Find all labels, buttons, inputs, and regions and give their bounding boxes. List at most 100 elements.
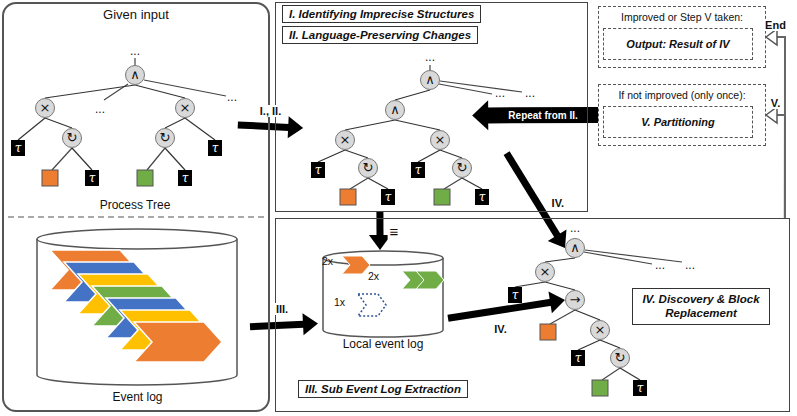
node-text: Local event log [318, 337, 448, 351]
edge-label-holder: End [763, 19, 788, 31]
edge-label-holder: Repeat from II. [506, 110, 579, 121]
tau-leaf: τ [411, 162, 425, 178]
node-text: × [536, 263, 554, 281]
tree-edge [545, 258, 575, 262]
operator-node: ∧ [565, 238, 585, 258]
input-panel: Given input∧××τ↻τ↻ττEvent log [2, 2, 270, 412]
operator-node: × [535, 262, 555, 282]
connector-line [462, 178, 482, 189]
cylinder-top [37, 229, 237, 249]
connector-line [545, 258, 575, 262]
connector-line [575, 310, 600, 320]
tree-edge [545, 282, 575, 290]
node-text: ↻ [359, 159, 377, 177]
tree-edge [345, 120, 395, 130]
tree-edge [575, 310, 600, 320]
tau-leaf: τ [475, 189, 489, 205]
node-text: τ [11, 140, 25, 156]
connector-line [18, 118, 45, 140]
edge-label: III. [274, 303, 290, 315]
connector-line [165, 148, 185, 170]
operator-node: ↻ [155, 128, 175, 148]
text-holder: 2x [368, 270, 379, 282]
connector-line [487, 107, 598, 123]
result-box: If not improved (only once):V. Partition… [598, 84, 766, 146]
tree-edge [72, 148, 92, 170]
text-holder: 2x [322, 255, 333, 267]
trace-chevron [358, 294, 386, 316]
connector-line [418, 150, 440, 162]
text-holder: III. Sub Event Log Extraction [298, 380, 468, 398]
arrowhead [369, 235, 391, 250]
tau-leaf: τ [11, 140, 25, 156]
tree-edge [368, 178, 388, 189]
activity-square [592, 380, 608, 396]
node-text: ↻ [453, 159, 471, 177]
result-box: Improved or Step V taken:Output: Result … [598, 6, 766, 68]
tree-line [585, 250, 682, 262]
tree-edge [600, 340, 620, 348]
tree-edge [165, 118, 185, 128]
node-text: τ [178, 170, 192, 186]
label-holder: ... [570, 221, 580, 235]
ellipsis-label: ... [685, 258, 695, 272]
label-holder: ... [95, 102, 105, 116]
connector-line [376, 212, 383, 236]
tree-line [439, 84, 492, 94]
cylinder-body [37, 239, 237, 385]
node-text: V. Partitioning [641, 116, 715, 128]
flow-arrow [472, 100, 598, 130]
connector-line [448, 302, 551, 318]
edge-label-holder: I., II. [258, 105, 283, 117]
arrowhead [766, 29, 777, 45]
step-box: V. Partitioning [603, 106, 753, 138]
edge-label: Repeat from II. [506, 110, 579, 121]
caption-label: Process Tree [100, 198, 171, 212]
connector-line [345, 120, 395, 130]
label-holder: ... [425, 50, 435, 64]
flow-arrow [766, 29, 785, 218]
node-text: τ [475, 189, 489, 205]
text-holder: Local event log [318, 337, 448, 351]
tau-leaf: τ [571, 350, 585, 366]
connector-line [368, 178, 388, 189]
text-holder: IV. Discovery & Block Replacement [632, 288, 770, 325]
connector-line [318, 150, 345, 162]
label-holder: ... [685, 258, 695, 272]
node-text: τ [633, 380, 647, 396]
node-text: Given input [4, 7, 268, 22]
tau-leaf: τ [633, 380, 647, 396]
connector-line [395, 90, 430, 100]
connector-line [578, 340, 600, 350]
node-text: ↻ [611, 349, 629, 367]
node-text: τ [208, 140, 222, 156]
connector-line [440, 150, 462, 158]
arrowhead [288, 116, 303, 138]
arrowhead [302, 313, 318, 335]
node-text: 1x [334, 296, 345, 308]
tau-leaf: τ [178, 170, 192, 186]
tree-line [144, 80, 226, 96]
node-text: ↻ [63, 129, 81, 147]
operator-node: → [565, 290, 585, 310]
edge-label-holder: IV. [492, 323, 508, 335]
label-holder: ... [525, 86, 535, 100]
edge-label-holder: ≡ [388, 223, 401, 240]
node-text: → [566, 291, 584, 309]
tree-line [350, 178, 368, 189]
connector-line [507, 153, 558, 236]
node-text: × [176, 99, 194, 117]
tree-line [444, 178, 462, 189]
connector-line [776, 115, 785, 218]
node-text: ∧ [421, 71, 439, 89]
activity-square [434, 189, 450, 205]
operator-node: × [430, 130, 450, 150]
text-holder: Event log [25, 390, 250, 404]
connector-line [250, 324, 304, 327]
node-text: τ [508, 287, 522, 303]
node-text: τ [411, 162, 425, 178]
edge-label-holder: IV. [550, 197, 566, 209]
edge-label: IV. [550, 197, 566, 209]
ellipsis-label: ... [95, 102, 105, 116]
